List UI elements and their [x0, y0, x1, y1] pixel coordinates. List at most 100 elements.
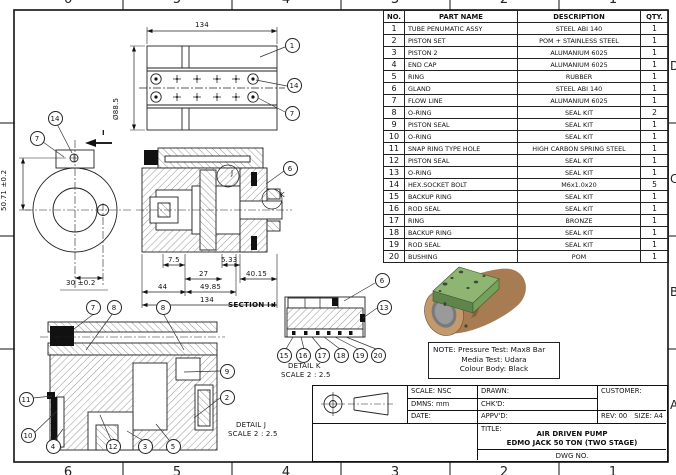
table-cell: RING: [404, 214, 518, 227]
drawing-title-line1: AIR DRIVEN PUMP: [536, 430, 608, 438]
table-cell: 1: [640, 226, 669, 239]
table-cell: O-RING: [404, 106, 518, 119]
parts-table-header: NO.: [383, 10, 405, 23]
table-cell: 6: [383, 82, 405, 95]
grid-ref-top: 3: [384, 0, 406, 6]
grid-ref-right: C: [670, 172, 676, 186]
grid-ref-bottom: 1: [608, 465, 618, 475]
chkd-cell: CHK'D:: [478, 399, 598, 411]
table-cell: SEAL KIT: [517, 130, 641, 143]
appvd-cell: APPV'D:: [478, 411, 598, 424]
grid-ref-bottom: 4: [281, 465, 291, 475]
table-cell: 5: [640, 178, 669, 191]
dim-49-85: 49.85: [200, 283, 222, 291]
table-cell: 1: [640, 214, 669, 227]
render-valve-holes: [438, 270, 486, 306]
section-label: SECTION I-I: [228, 300, 277, 309]
dim-5-33: 5.33: [221, 256, 238, 264]
table-cell: SEAL KIT: [517, 106, 641, 119]
table-cell: 1: [640, 154, 669, 167]
table-cell: 14: [383, 178, 405, 191]
drawn-cell: DRAWN:: [478, 386, 598, 399]
balloon-callout: 13: [376, 299, 392, 315]
table-cell: BACKUP RING: [404, 190, 518, 203]
table-cell: 9: [383, 118, 405, 131]
balloon-callout: 1: [284, 37, 300, 53]
table-cell: 1: [640, 142, 669, 155]
table-cell: POM: [517, 250, 641, 263]
table-cell: RUBBER: [517, 70, 641, 83]
table-cell: 1: [640, 82, 669, 95]
dim-height-50-71: 50.71 ±0.2: [0, 169, 8, 211]
table-cell: 11: [383, 142, 405, 155]
dim-44: 44: [158, 283, 168, 291]
table-cell: SEAL KIT: [517, 226, 641, 239]
balloon-callout: 5: [165, 438, 181, 454]
table-cell: 1: [640, 190, 669, 203]
note-line2: Media Test: Udara: [461, 354, 527, 364]
section-arrow-label: I: [102, 129, 105, 137]
balloon-callout: 18: [333, 347, 349, 363]
iso-render: [424, 266, 526, 336]
table-cell: 1: [383, 22, 405, 35]
balloon-callout: 17: [314, 347, 330, 363]
balloon-callout: 10: [20, 427, 36, 443]
table-cell: O-RING: [404, 166, 518, 179]
balloon-callout: 7: [29, 130, 45, 146]
detail-j-linework: [40, 321, 225, 451]
balloon-callout: 9: [219, 363, 235, 379]
table-cell: PISTON SET: [404, 34, 518, 47]
table-cell: 20: [383, 250, 405, 263]
table-cell: 1: [640, 22, 669, 35]
table-cell: 1: [640, 118, 669, 131]
rev-size-cell: REV: 00 SIZE: A4: [598, 411, 666, 424]
table-cell: SNAP RING TYPE HOLE: [404, 142, 518, 155]
table-cell: 1: [640, 34, 669, 47]
dim-40-15: 40.15: [246, 270, 268, 278]
note-line1: NOTE: Pressure Test: Max8 Bar: [433, 345, 546, 354]
table-cell: 5: [383, 70, 405, 83]
table-cell: 15: [383, 190, 405, 203]
parts-table-header: PART NAME: [404, 10, 518, 23]
balloon-callout: 6: [282, 160, 298, 176]
balloon-callout: 2: [219, 389, 235, 405]
detail-j-scale: SCALE 2 : 2.5: [228, 430, 278, 438]
scale-cell: SCALE: NSC: [408, 386, 478, 399]
note-line3: Colour Body: Black: [459, 364, 529, 373]
grid-ref-top: 1: [602, 0, 624, 6]
grid-ref-top: 6: [57, 0, 79, 6]
front-view-linework: [19, 139, 131, 291]
dim-length-134: 134: [195, 21, 209, 29]
balloon-callout: 8: [155, 299, 171, 315]
table-cell: 13: [383, 166, 405, 179]
date-cell: DATE:: [408, 411, 478, 424]
balloon-leaders: [32, 46, 378, 441]
table-cell: 19: [383, 238, 405, 251]
balloon-callout: 6: [374, 272, 390, 288]
table-cell: STEEL ABI 140: [517, 22, 641, 35]
grid-ref-top: 4: [275, 0, 297, 6]
table-cell: 1: [640, 46, 669, 59]
projection-cell: [313, 386, 408, 424]
table-cell: 1: [640, 70, 669, 83]
table-cell: M6x1.0x20: [517, 178, 641, 191]
balloon-callout: 14: [286, 77, 302, 93]
table-cell: SEAL KIT: [517, 238, 641, 251]
detail-k-scale: SCALE 2 : 2.5: [281, 371, 331, 379]
table-cell: 18: [383, 226, 405, 239]
balloon-callout: 16: [295, 347, 311, 363]
balloon-callout: 7: [85, 299, 101, 315]
table-cell: HIGH CARBON SPRING STEEL: [517, 142, 641, 155]
